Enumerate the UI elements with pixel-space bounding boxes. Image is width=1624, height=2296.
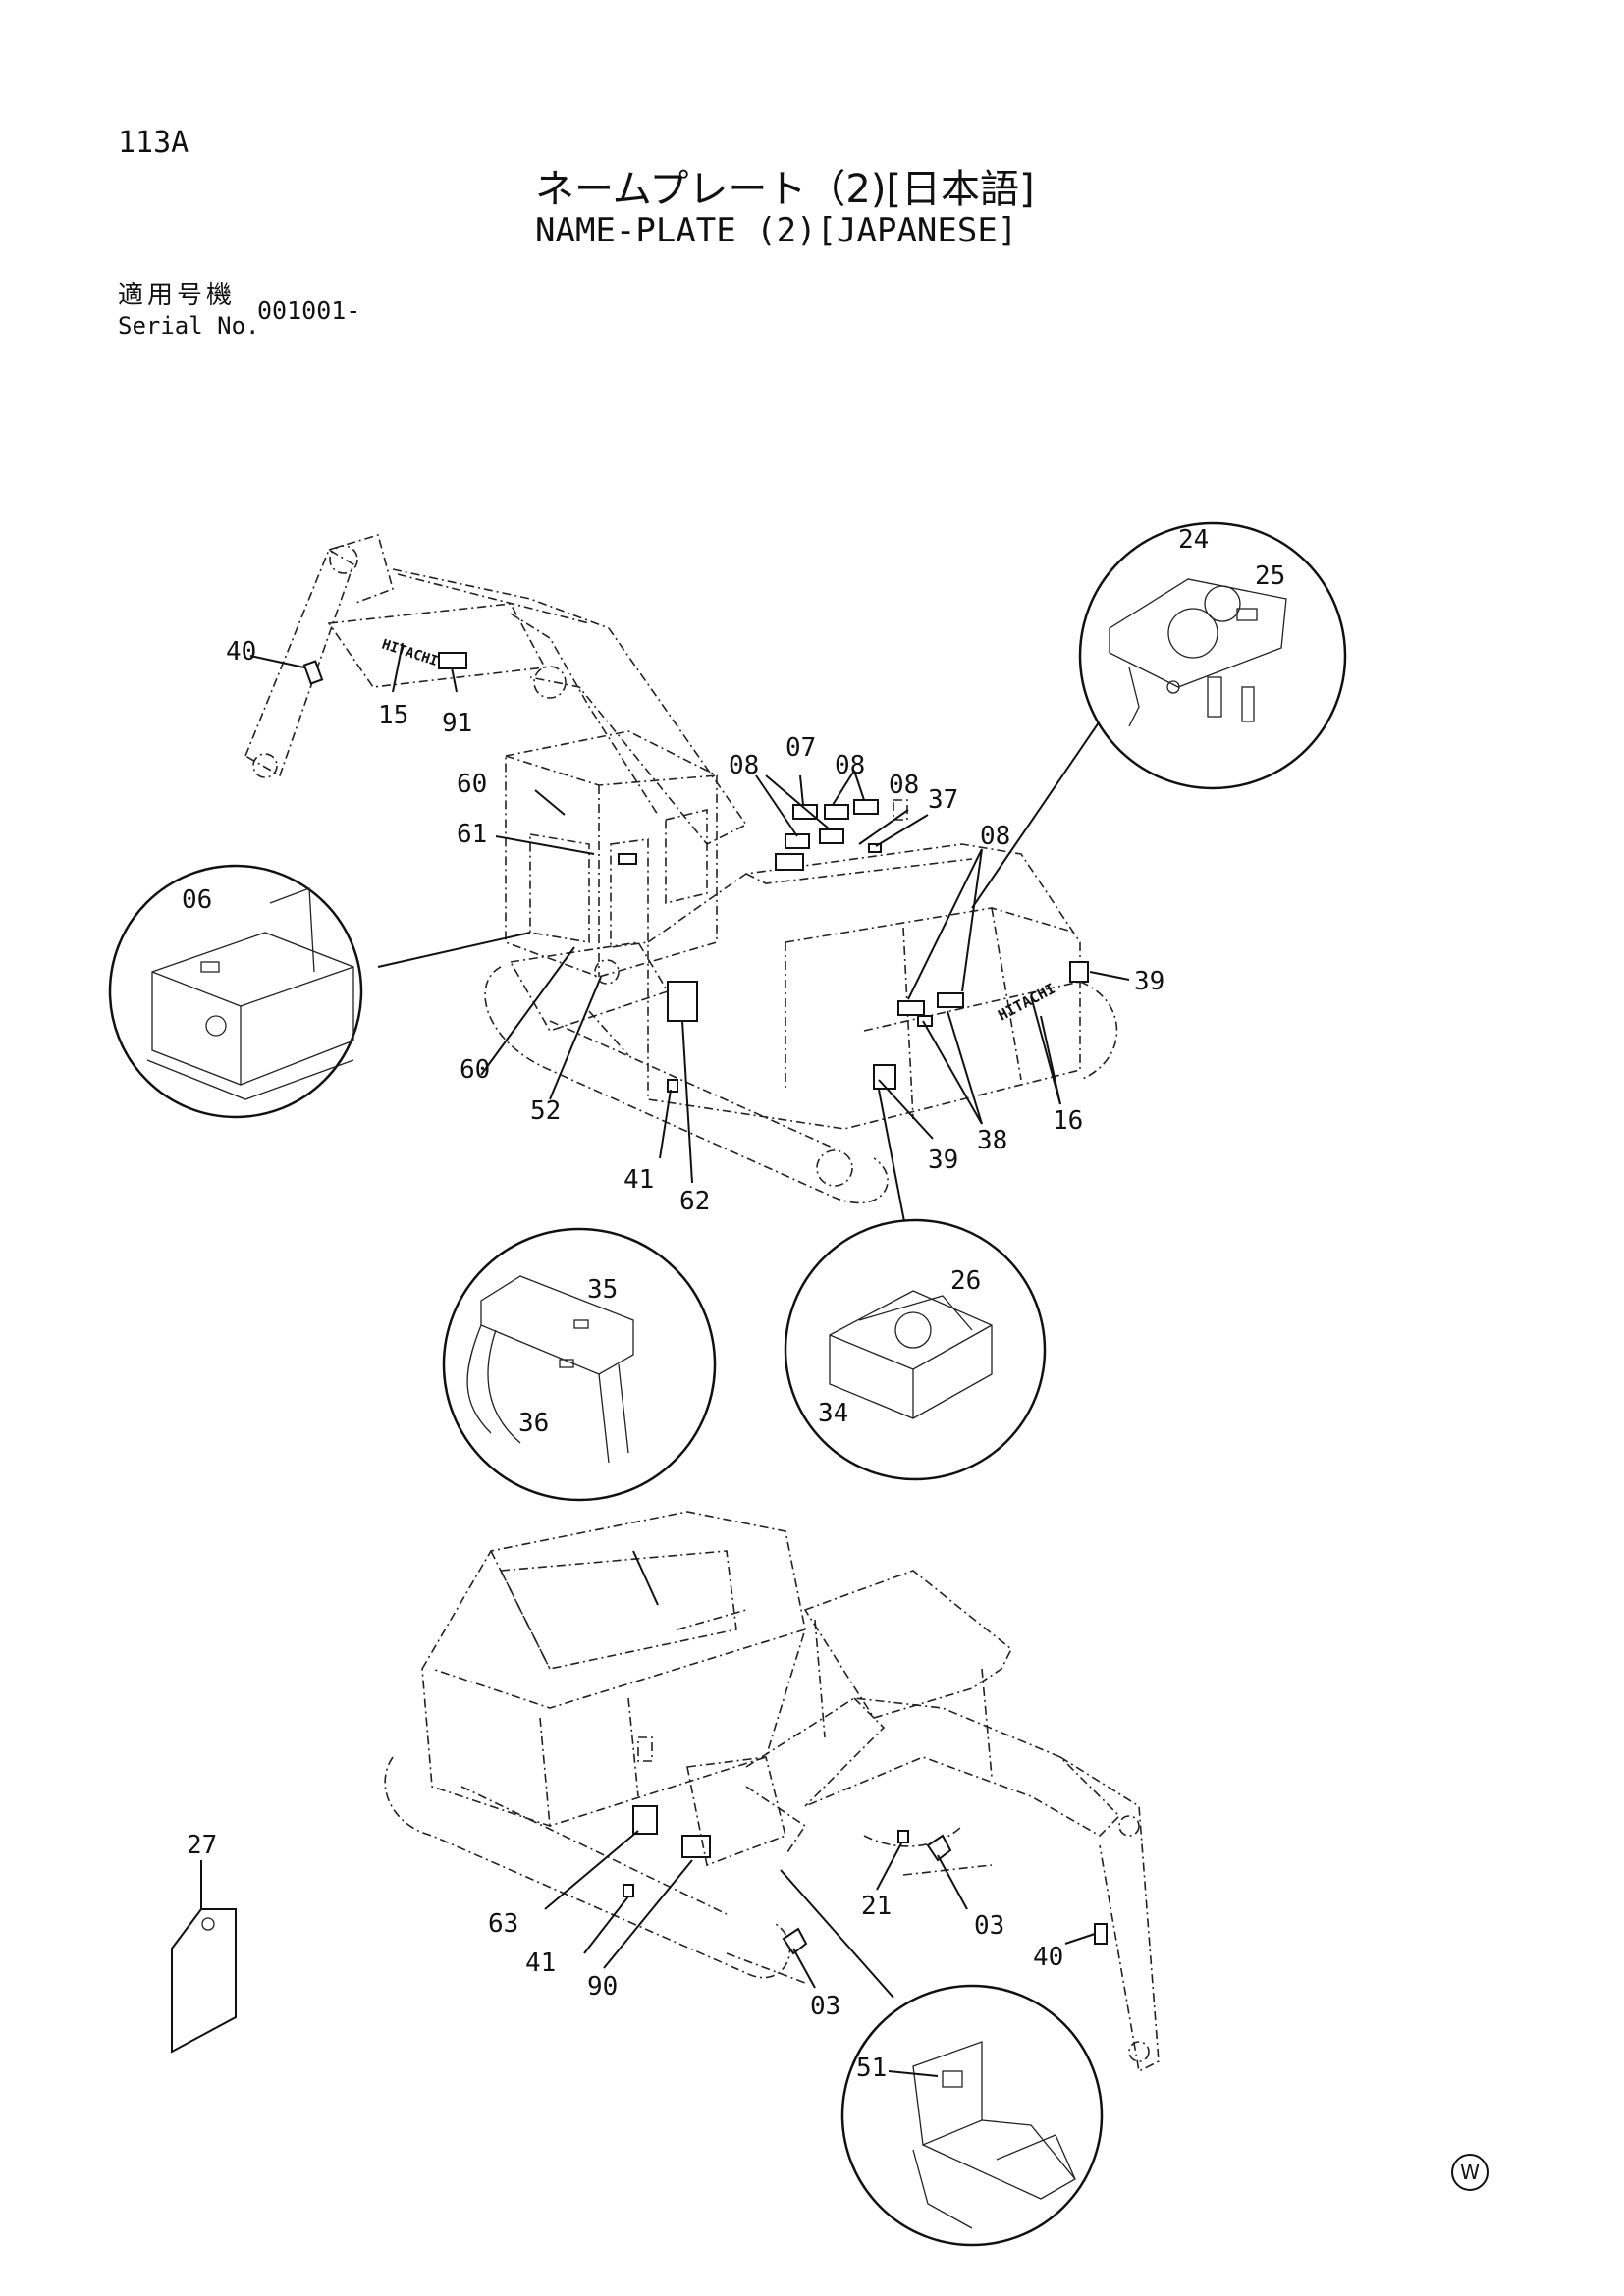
plate-91: [438, 652, 467, 669]
detail-balloon-51: [840, 1984, 1104, 2247]
page-number: 113A: [118, 126, 189, 160]
serial-label-japanese: 適用号機: [118, 281, 237, 310]
callout-41: 41: [623, 1165, 654, 1195]
callout-41: 41: [525, 1949, 556, 1978]
title-english: NAME-PLATE (2)[JAPANESE]: [535, 211, 1018, 250]
callout-labels: 40 15 91 60 61 08 07 08 08 37 08 24 25 0…: [182, 525, 1285, 2083]
callout-03: 03: [974, 1911, 1004, 1941]
callout-08: 08: [980, 822, 1010, 851]
callout-26: 26: [950, 1266, 981, 1296]
callout-07: 07: [785, 733, 816, 763]
callout-27: 27: [187, 1831, 217, 1860]
plate-40-front: [302, 660, 324, 685]
serial-number-value: 001001-: [257, 296, 361, 325]
callout-03: 03: [810, 1992, 840, 2021]
arrow-03-track: [782, 1927, 808, 1955]
callout-38: 38: [977, 1126, 1007, 1155]
plate-08-2: [819, 828, 844, 844]
plate-21: [897, 1830, 909, 1843]
arrow-03-right: [926, 1834, 952, 1862]
plate-61: [618, 853, 637, 865]
callout-60: 60: [460, 1055, 490, 1085]
plate-63: [632, 1805, 658, 1835]
detail-balloon-24-25: [1078, 521, 1347, 790]
callout-40: 40: [1033, 1943, 1063, 1972]
detail-balloon-35-36: [442, 1227, 717, 1502]
callout-61: 61: [457, 820, 487, 849]
callout-24: 24: [1178, 525, 1209, 555]
callout-52: 52: [530, 1096, 561, 1126]
callout-51: 51: [856, 2054, 887, 2083]
callout-39: 39: [1134, 967, 1164, 996]
plate-08-5: [775, 853, 804, 871]
callout-08: 08: [889, 771, 919, 800]
watermark-circle-w: W: [1451, 2154, 1489, 2191]
plate-39-side: [1069, 961, 1089, 983]
callout-63: 63: [488, 1909, 518, 1939]
detail-balloon-06: [108, 864, 363, 1119]
serial-label-english: Serial No.: [118, 312, 260, 340]
plate-62: [667, 981, 698, 1022]
plate-40-rear: [1094, 1923, 1108, 1945]
callout-16: 16: [1053, 1106, 1083, 1136]
callout-35: 35: [587, 1275, 618, 1305]
callout-90: 90: [587, 1972, 618, 2002]
callout-39: 39: [928, 1146, 958, 1175]
callout-40: 40: [226, 637, 256, 667]
plate-41-rear: [623, 1884, 634, 1897]
plate-08-1: [785, 833, 810, 849]
callout-62: 62: [679, 1187, 710, 1216]
leader-lines-top: [249, 642, 1130, 1243]
tag-27: [171, 1860, 237, 2054]
plate-39-front: [873, 1064, 896, 1090]
plate-90: [681, 1835, 711, 1858]
callout-21: 21: [861, 1892, 892, 1921]
plate-41-front: [667, 1079, 678, 1093]
leader-lines-bottom: [544, 1550, 1096, 2077]
plate-08-6: [897, 1000, 925, 1016]
plate-08-4: [853, 799, 879, 815]
callout-08: 08: [729, 751, 759, 780]
detail-balloon-26-34: [784, 1218, 1047, 1481]
callout-37: 37: [928, 785, 958, 815]
callout-34: 34: [818, 1399, 848, 1428]
callout-06: 06: [182, 885, 212, 915]
plate-07: [792, 804, 818, 820]
callout-36: 36: [518, 1409, 549, 1438]
plate-08-3: [824, 804, 849, 820]
callout-15: 15: [378, 701, 408, 730]
title-japanese: ネームプレート（2)[日本語]: [535, 167, 1035, 212]
callout-91: 91: [442, 709, 472, 738]
plate-37: [868, 843, 882, 853]
excavator-rear-view: [384, 1511, 1160, 2073]
callout-25: 25: [1255, 561, 1285, 591]
plate-08-7: [937, 992, 964, 1008]
boom-brand-text: HITACHI: [380, 637, 440, 669]
callout-08: 08: [835, 751, 865, 780]
callout-60: 60: [457, 770, 487, 799]
excavator-front-view: HITACHI HITACHI: [244, 533, 1118, 1204]
